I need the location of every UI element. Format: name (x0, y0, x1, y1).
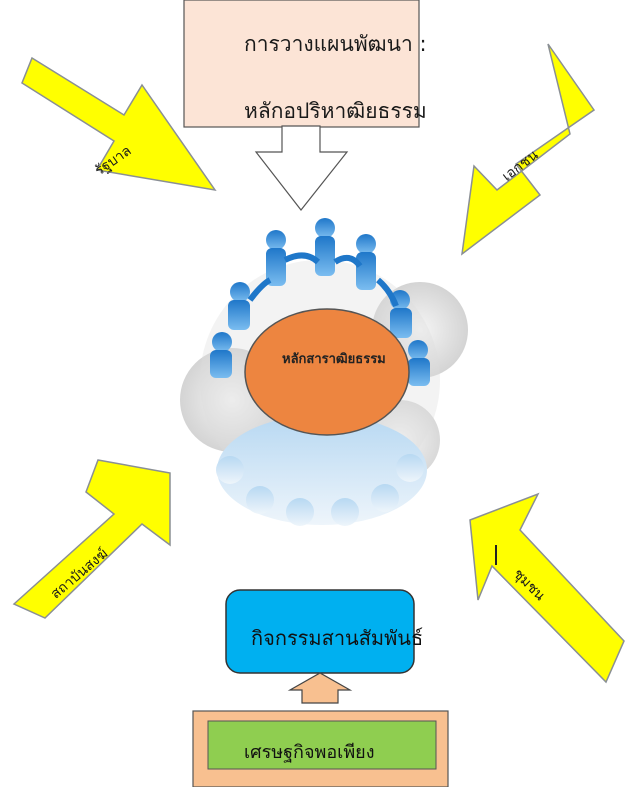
text-cursor (495, 545, 497, 565)
arrow-government (21, 56, 217, 192)
people-ring-upper (210, 218, 430, 386)
arrow-private (461, 43, 596, 256)
economy-box (192, 710, 449, 787)
up-arrow (287, 672, 353, 704)
people-gear-graphic (180, 218, 468, 540)
center-label: หลักสาราฒิยธรรม (282, 352, 386, 367)
planning-title: การวางแผนพัฒนา : (244, 32, 427, 56)
people-ring-lower (216, 415, 427, 526)
economy-label: เศรษฐกิจพอเพียง (244, 742, 375, 763)
activity-label: กิจกรรมสานสัมพันธ์ (251, 626, 424, 650)
arrow-community (469, 492, 625, 684)
center-ellipse (244, 308, 410, 436)
planning-box (183, 0, 420, 211)
arrow-institutions (12, 459, 171, 619)
planning-subtitle: หลักอปริหาฒิยธรรม (244, 99, 427, 123)
